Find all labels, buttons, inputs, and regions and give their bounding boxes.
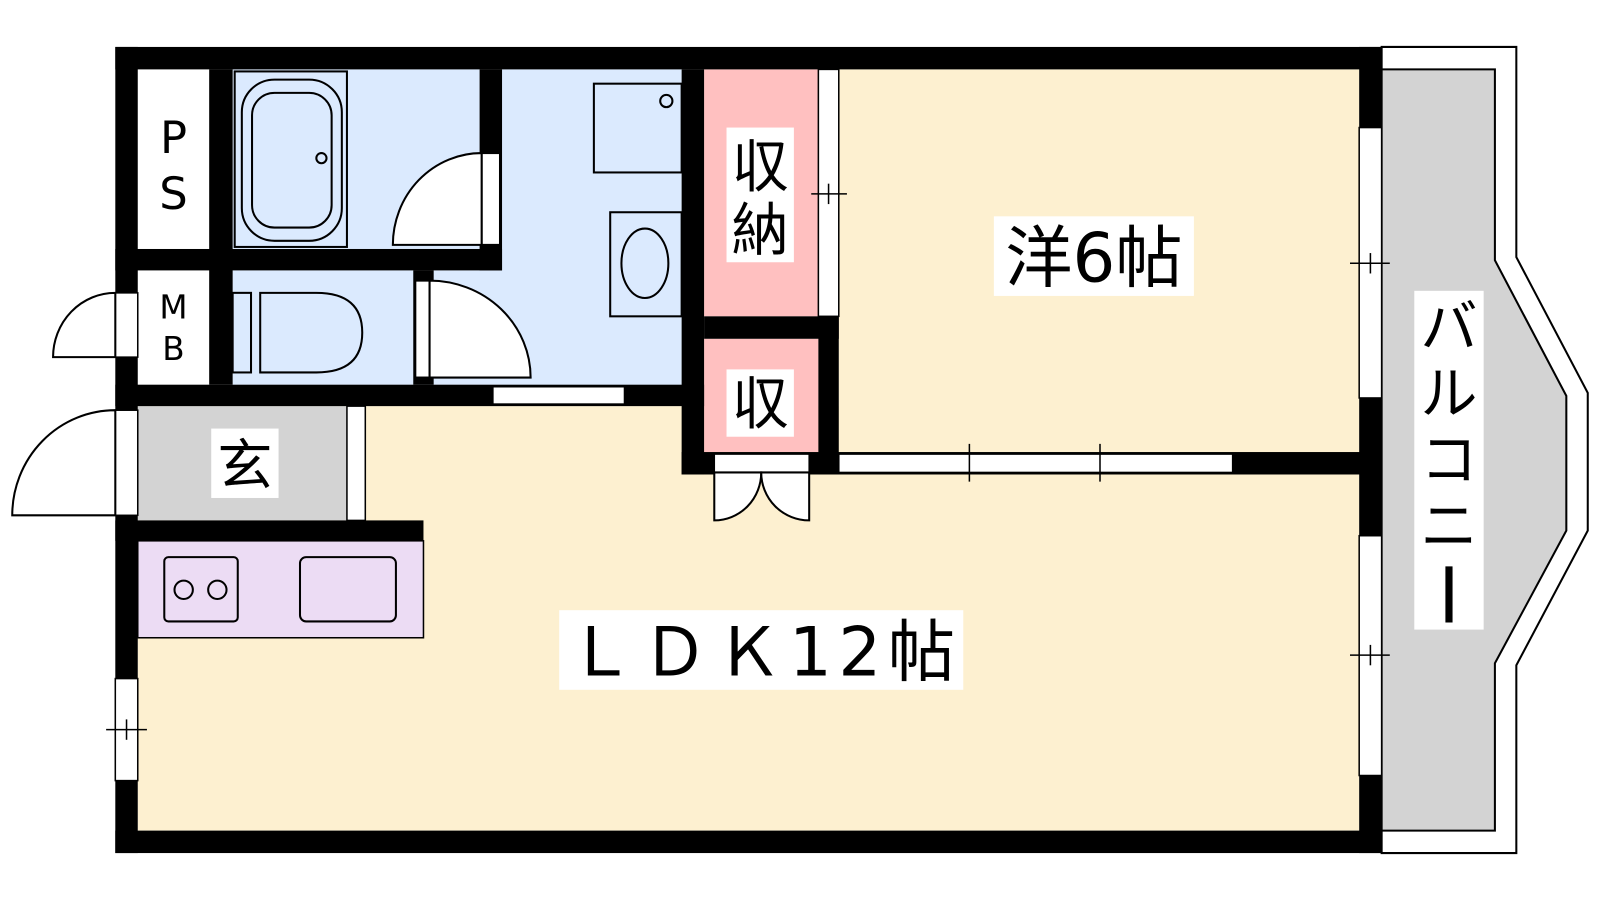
entrance-step (346, 405, 367, 522)
mb-floor (137, 270, 210, 385)
kitchen-counter (136, 540, 425, 639)
svg-text:ル: ル (1420, 361, 1477, 427)
balcony-label: バ ル コ ニ (1420, 295, 1478, 623)
svg-text:ニ: ニ (1420, 494, 1477, 560)
mb-label-b: B (162, 330, 184, 368)
stove (163, 556, 239, 623)
window-marks (106, 183, 1390, 740)
mb-label-m: M (159, 288, 187, 326)
ps-label-s: S (159, 167, 188, 220)
ps-floor (137, 69, 210, 249)
doors (11, 152, 811, 522)
storage-large-label-2: 納 (732, 198, 789, 264)
svg-text:バ: バ (1420, 295, 1477, 361)
storage-large-label-1: 収 (732, 135, 789, 201)
storage-small-label: 収 (732, 371, 789, 437)
ldk-label: ＬＤＫ12帖 (567, 613, 955, 692)
western-room-label: 洋6帖 (1005, 219, 1183, 298)
bathtub (233, 70, 348, 248)
entrance-label: 玄 (217, 434, 272, 498)
svg-text:コ: コ (1420, 428, 1477, 494)
kitchen-sink (298, 556, 397, 623)
ps-label-p: P (160, 111, 187, 164)
openings (114, 68, 1383, 782)
